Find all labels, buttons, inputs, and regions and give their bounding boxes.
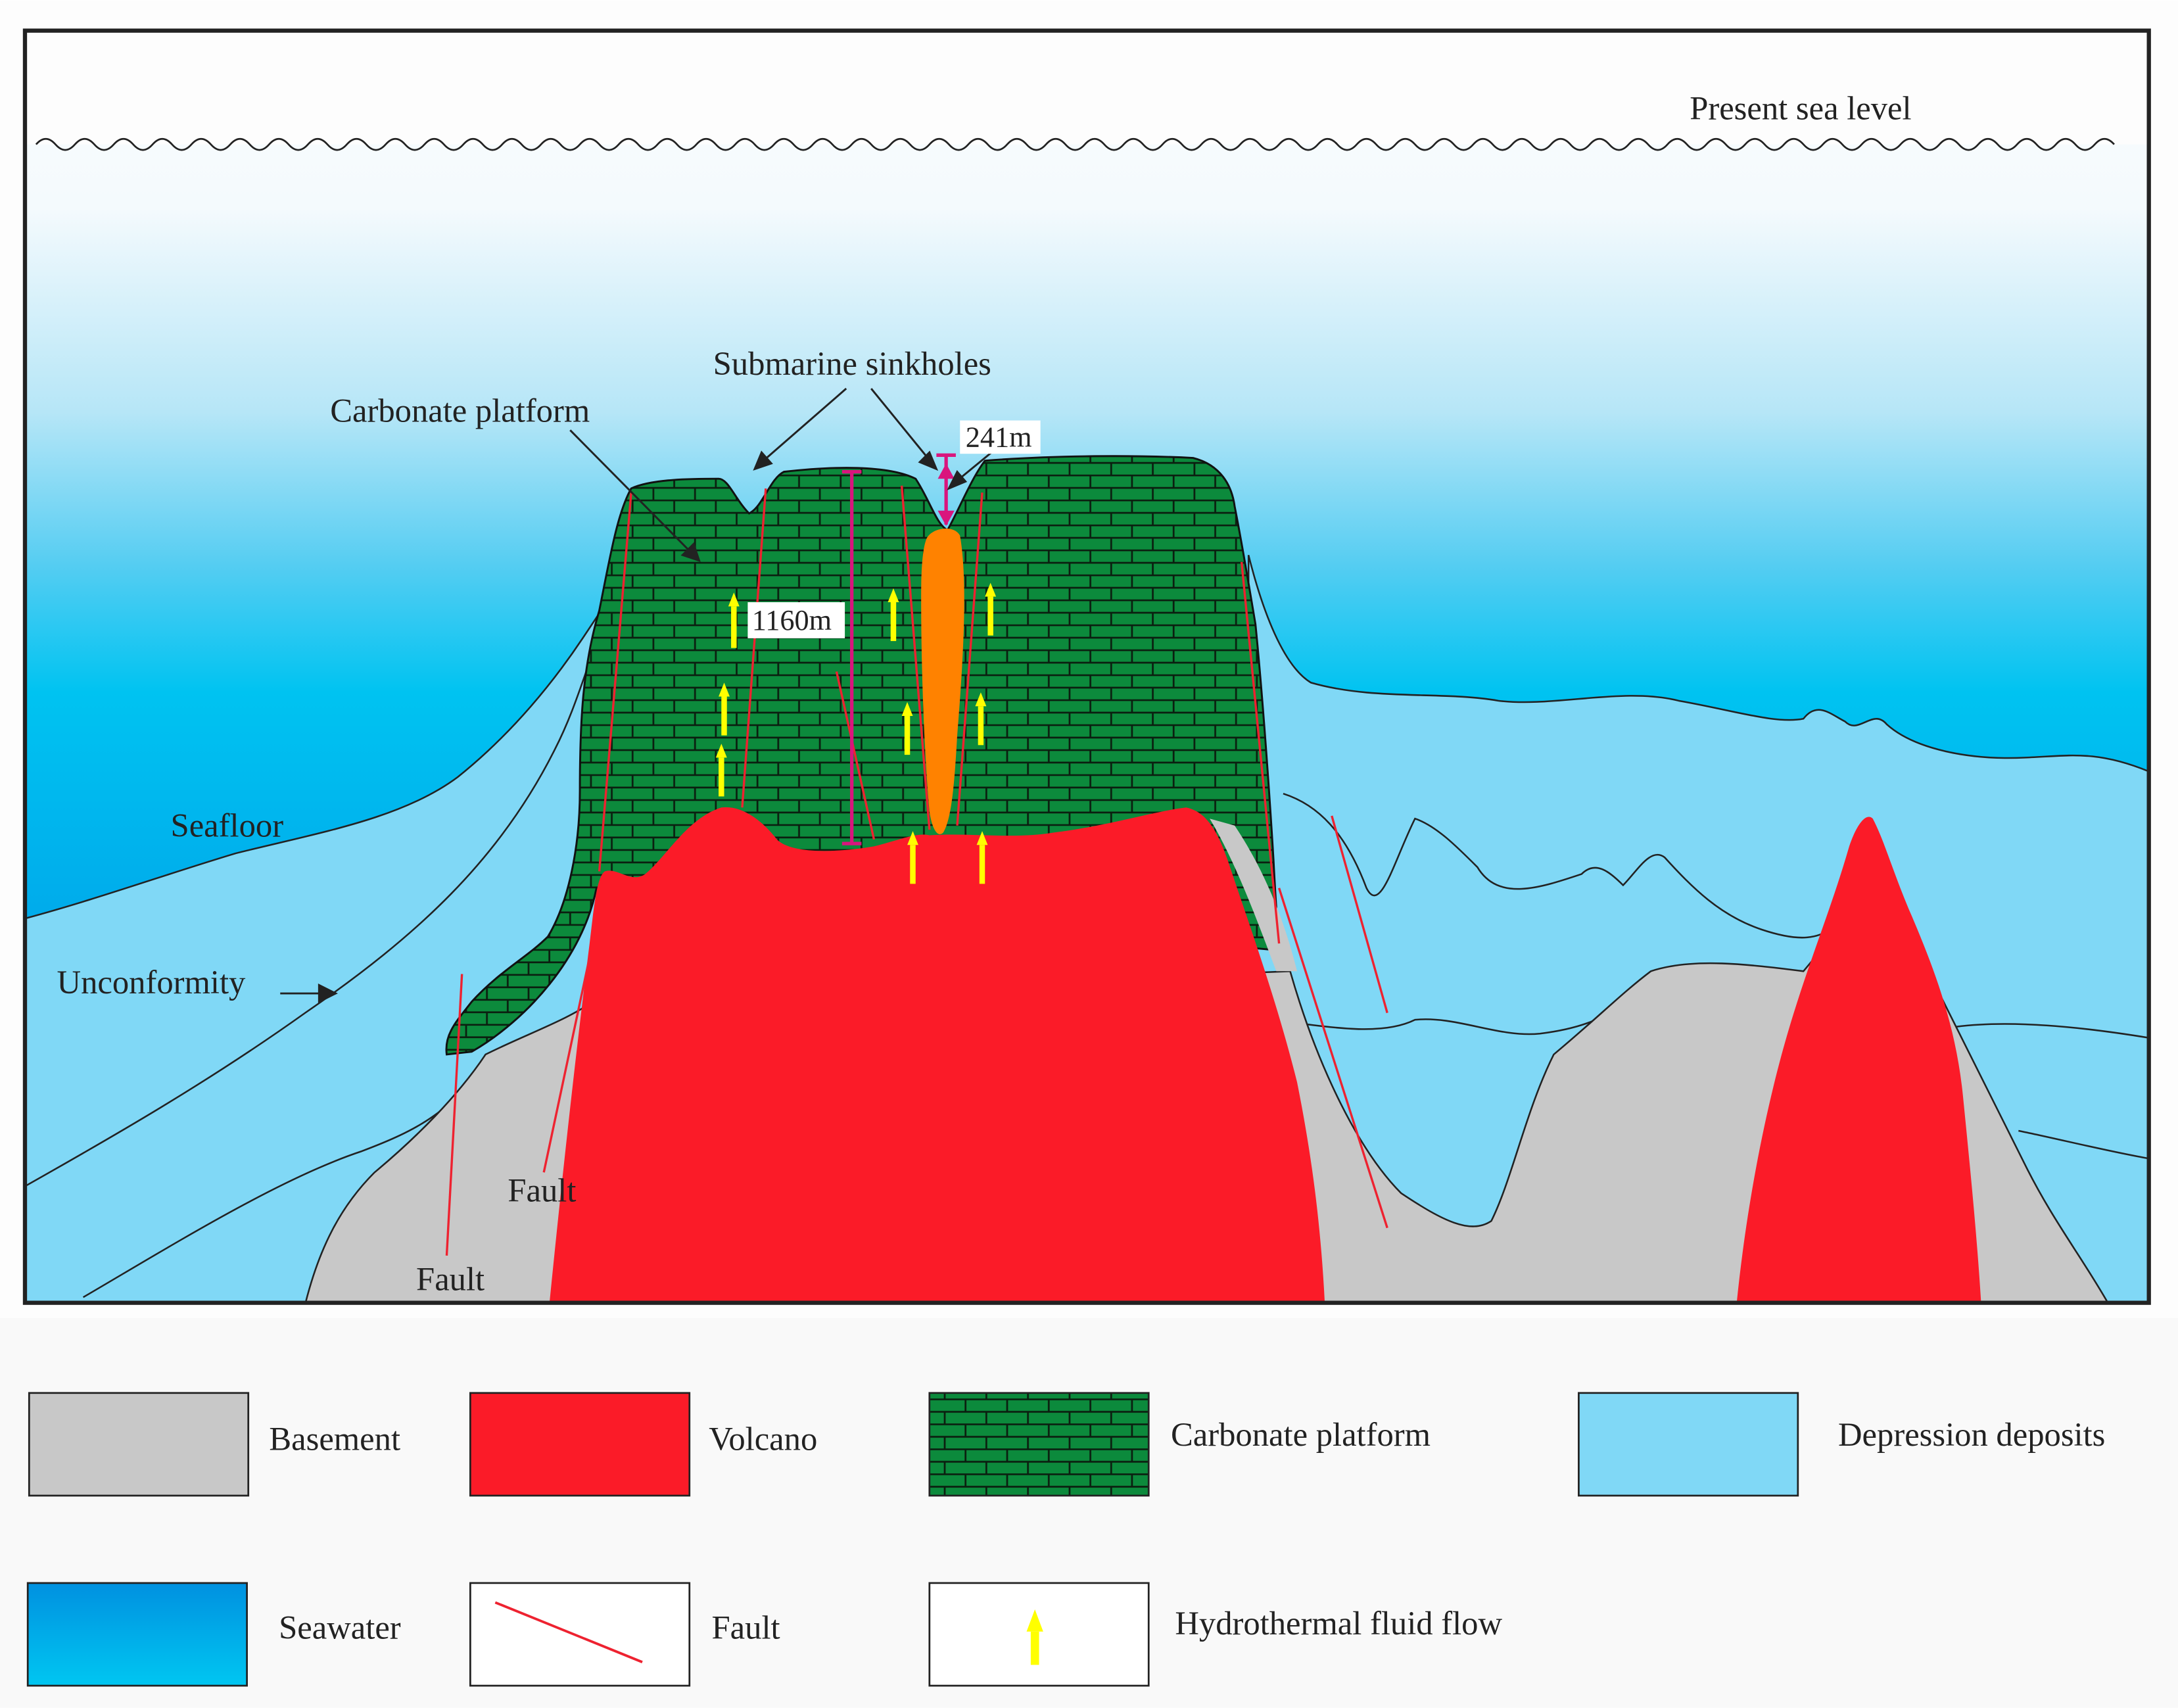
legend-volcano-label: Volcano: [709, 1420, 817, 1457]
sea-level-line: [35, 137, 2115, 151]
legend-item-carbonate: Carbonate platform: [928, 1392, 1431, 1497]
legend-volcano-swatch: [469, 1392, 691, 1497]
legend-basement-label: Basement: [269, 1420, 400, 1457]
legend-item-hydrothermal: Hydrothermal fluid flow: [928, 1582, 1502, 1687]
unconformity-label: Unconformity: [57, 964, 247, 1001]
right-volcano-body: [1736, 817, 1981, 1302]
legend-carbonate-label: Carbonate platform: [1171, 1416, 1431, 1453]
fault-label-lower: Fault: [416, 1261, 485, 1298]
legend-fault-swatch: [469, 1582, 691, 1687]
stratal-line-right-1: [1283, 793, 1832, 939]
legend-carbonate-swatch: [928, 1392, 1150, 1497]
legend-depression-swatch: [1578, 1392, 1799, 1497]
seafloor-label: Seafloor: [171, 807, 284, 844]
legend-seawater-label: Seawater: [279, 1609, 401, 1646]
legend-item-fault: Fault: [469, 1582, 780, 1687]
stratal-line-right-3: [1956, 1023, 2149, 1039]
legend-fault-label: Fault: [712, 1609, 780, 1646]
sinkholes-label: Submarine sinkholes: [713, 345, 991, 382]
diagram-frame: [22, 28, 2151, 1305]
legend-item-depression: Depression deposits: [1578, 1392, 2105, 1497]
measure-241m: [936, 453, 956, 526]
legend-item-basement: Basement: [28, 1392, 400, 1497]
legend-seawater-swatch: [26, 1582, 248, 1687]
unconformity-line: [24, 610, 611, 1187]
legend-fault-line-icon: [494, 1601, 643, 1663]
legend: Basement Volcano Carbonate platform Depr…: [26, 1392, 2105, 1687]
sea-level-label: Present sea level: [1690, 90, 1911, 127]
main-volcano-body: [549, 807, 1325, 1303]
legend-basement-swatch: [28, 1392, 250, 1497]
measure-1160m: [841, 470, 862, 845]
stratal-line-right-4: [2018, 1129, 2149, 1160]
legend-item-seawater: Seawater: [26, 1582, 401, 1687]
hydrothermal-arrows: [715, 582, 997, 884]
measure-1160m-label: 1160m: [752, 604, 832, 636]
legend-depression-label: Depression deposits: [1838, 1416, 2105, 1453]
legend-hydrothermal-label: Hydrothermal fluid flow: [1175, 1605, 1502, 1642]
carbonate-platform-label: Carbonate platform: [330, 392, 590, 429]
fault-label-upper: Fault: [508, 1172, 576, 1209]
measure-241m-label: 241m: [966, 421, 1032, 454]
intrusion-body: [921, 528, 964, 834]
fault-lines: [445, 485, 1388, 1256]
legend-hydrothermal-arrow-icon: [1026, 1609, 1043, 1665]
leader-arrows: [280, 387, 994, 1004]
legend-item-volcano: Volcano: [469, 1392, 817, 1497]
